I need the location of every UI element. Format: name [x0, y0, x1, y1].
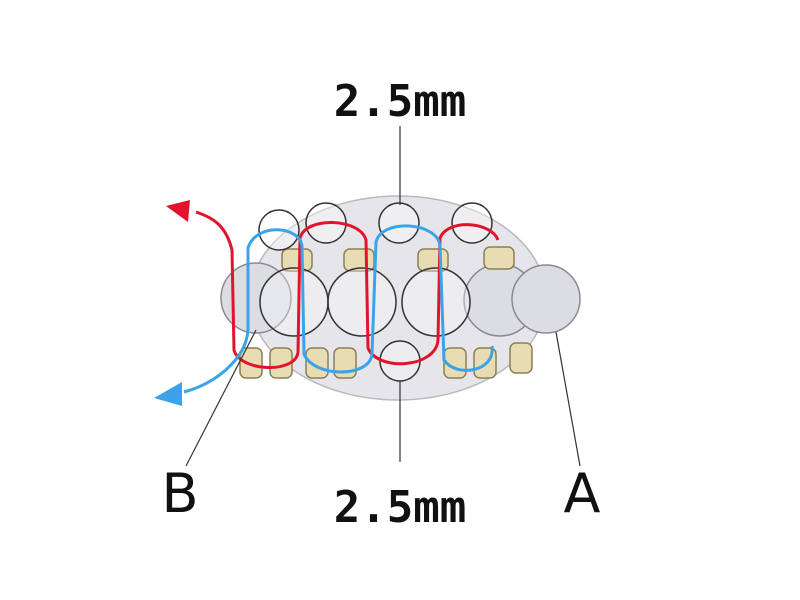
blue-thread — [183, 224, 494, 394]
bottom-dimension-label: 2.5mm — [334, 482, 466, 533]
side-beads — [220, 262, 581, 337]
leader-lines — [185, 126, 581, 467]
blue-arrow-head — [154, 382, 182, 406]
red-arrow-head — [166, 200, 190, 222]
label-a: A — [564, 462, 601, 525]
middle-round-beads — [259, 267, 471, 337]
label-b: B — [161, 462, 198, 525]
top-dimension-label: 2.5mm — [334, 76, 466, 127]
seed-beads-bottom — [239, 342, 533, 379]
red-thread — [195, 210, 500, 369]
